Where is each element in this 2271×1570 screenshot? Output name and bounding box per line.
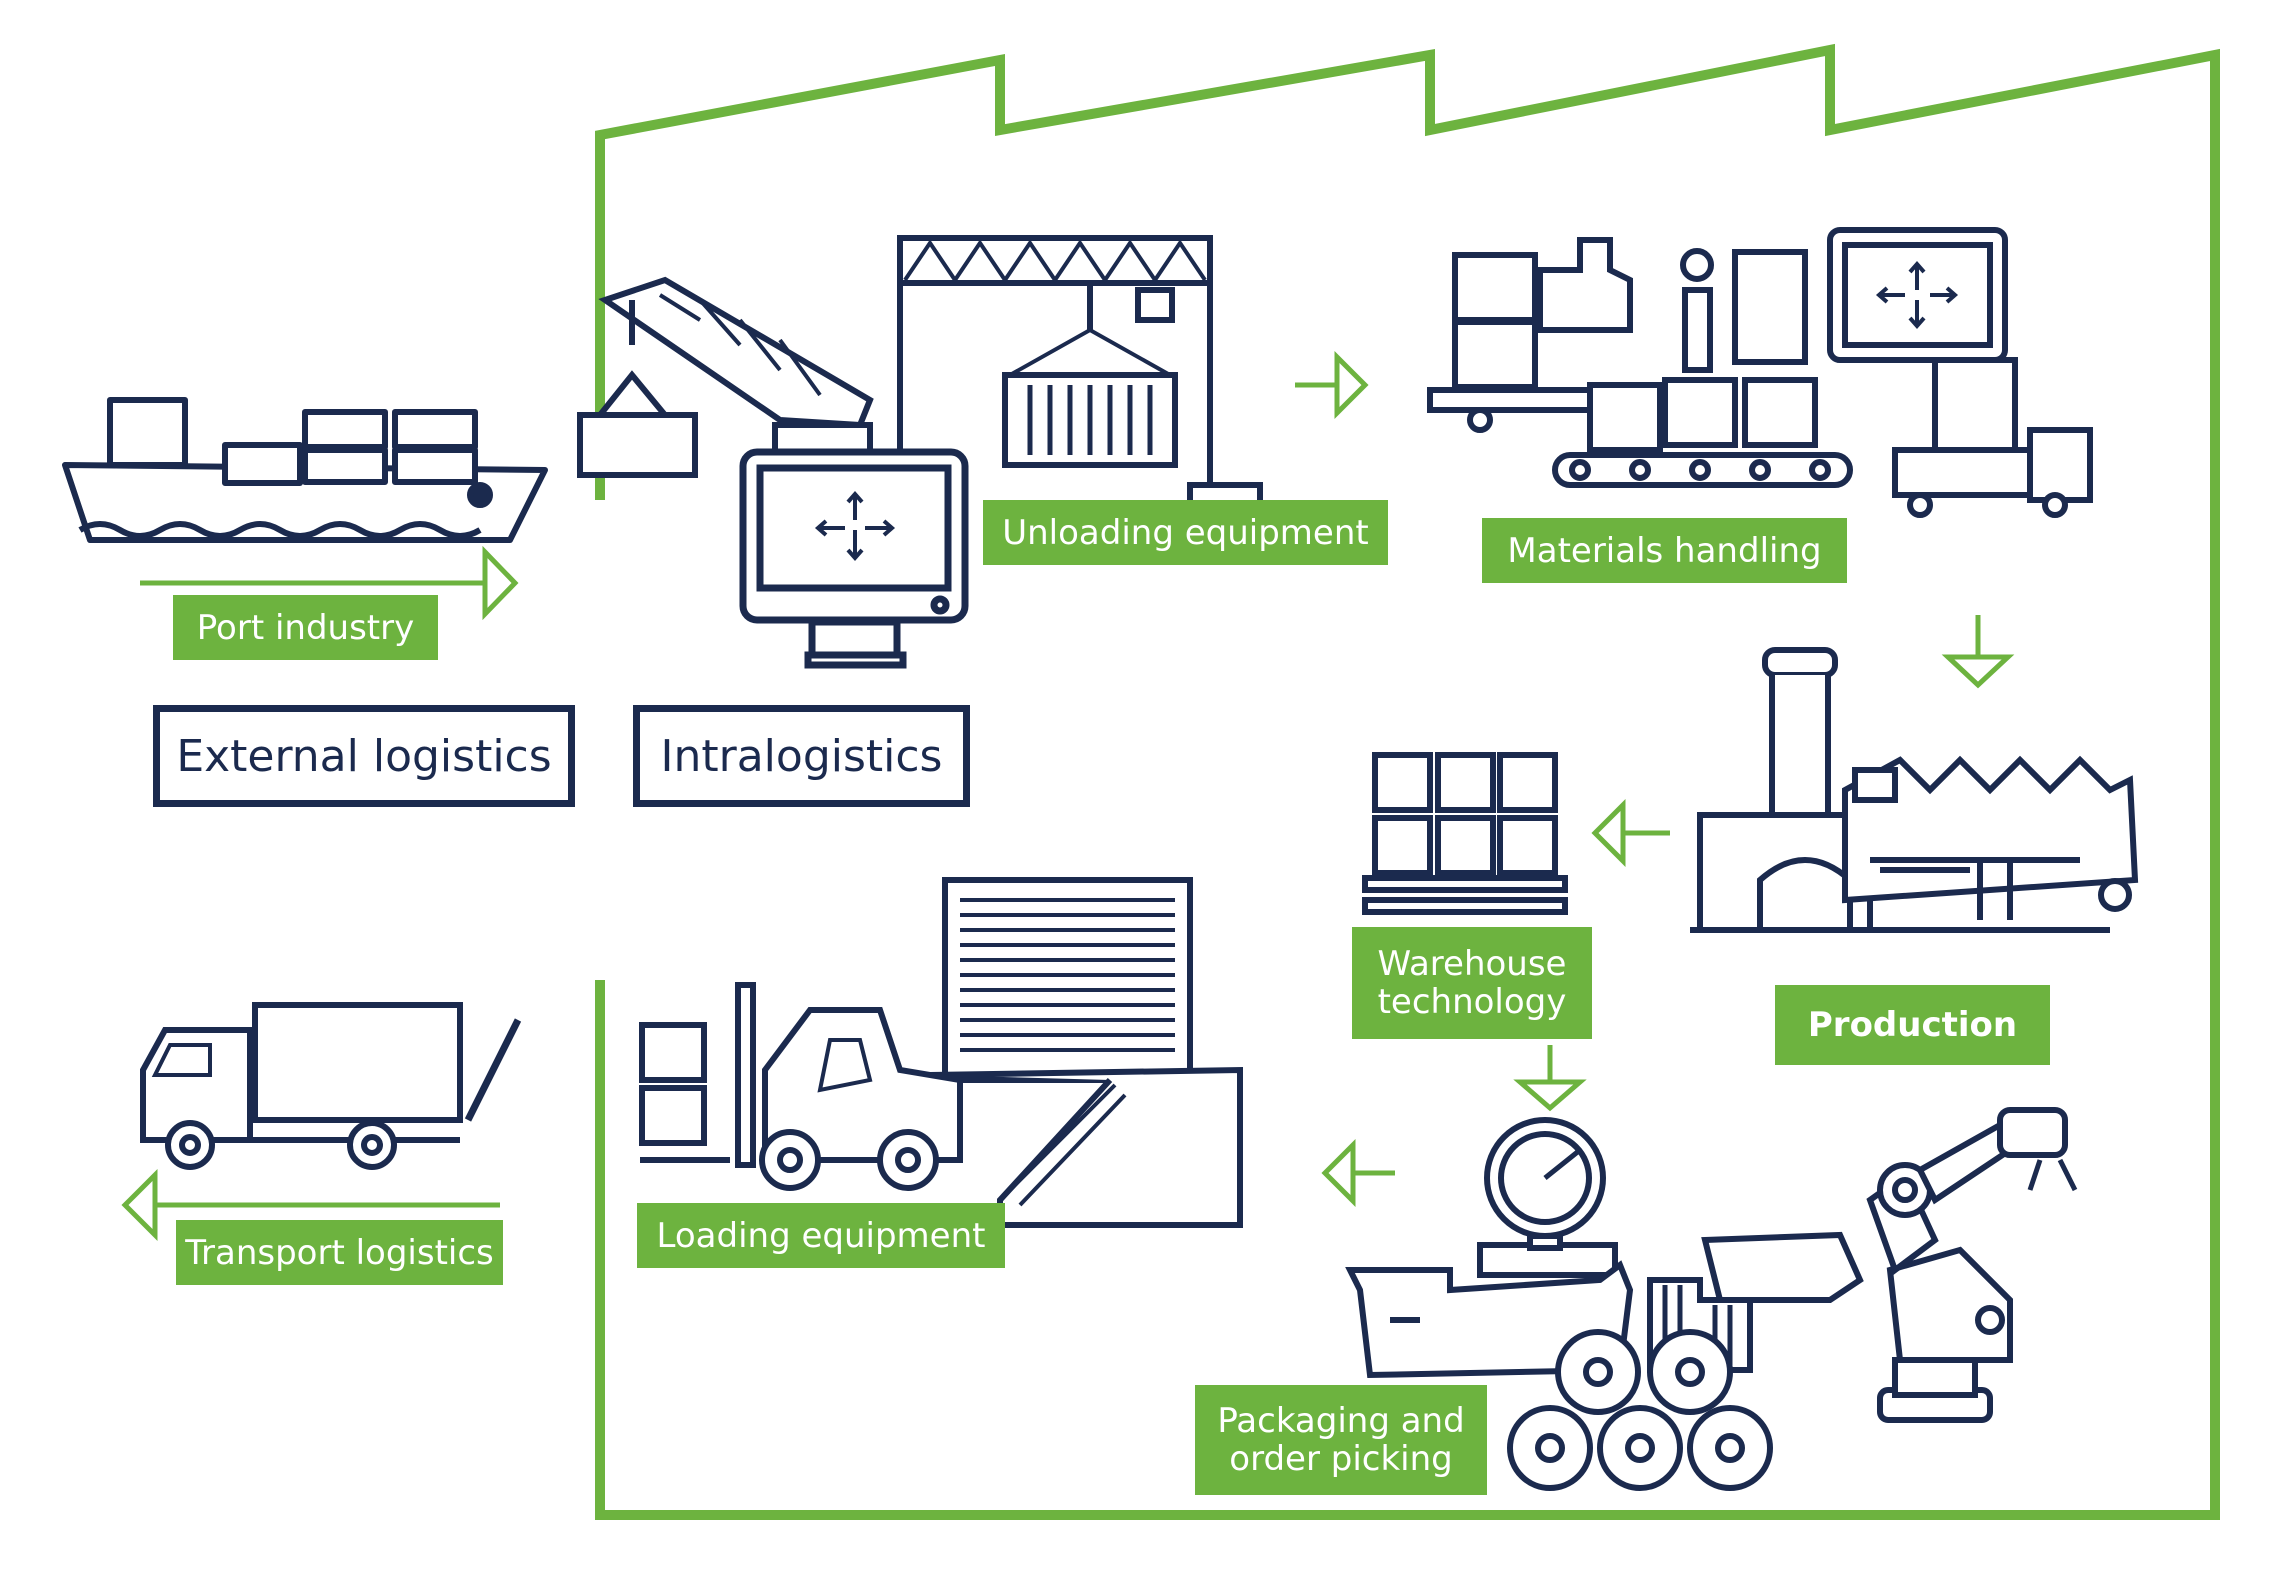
materials-handling-icon xyxy=(1427,227,2093,518)
label-port-industry: Port industry xyxy=(173,595,438,660)
label-packaging-line2: order picking xyxy=(1229,1439,1453,1479)
arrow-icon xyxy=(1321,1138,1395,1208)
robot-arm-icon xyxy=(1866,1107,2078,1423)
arrow-icon xyxy=(1513,1045,1587,1112)
label-materials-handling: Materials handling xyxy=(1482,518,1847,583)
label-warehouse-line1: Warehouse xyxy=(1377,944,1567,984)
category-external-logistics: External logistics xyxy=(153,705,575,807)
label-production: Production xyxy=(1775,985,2050,1065)
rolls-icon xyxy=(1507,1329,1773,1491)
pallet-icon xyxy=(1362,752,1568,915)
arrow-icon xyxy=(121,1168,500,1242)
arrow-icon xyxy=(1295,350,1369,420)
category-intralogistics: Intralogistics xyxy=(633,705,970,807)
loading-dock-icon xyxy=(929,877,1243,1228)
monitor-icon xyxy=(739,448,969,669)
label-transport-logistics: Transport logistics xyxy=(176,1220,503,1285)
crane-icon xyxy=(577,276,874,478)
box-icon xyxy=(1345,1260,1634,1379)
forklift-icon xyxy=(639,982,963,1191)
label-packaging-order-picking: Packaging and order picking xyxy=(1195,1385,1487,1495)
label-unloading-equipment: Unloading equipment xyxy=(983,500,1388,565)
arrow-icon xyxy=(1941,615,2015,689)
gantry-crane-icon xyxy=(897,235,1263,508)
factory-icon xyxy=(1690,647,2139,933)
arrow-icon xyxy=(1591,798,1670,868)
factory-outline xyxy=(595,43,2220,1520)
arrow-icon xyxy=(140,545,519,621)
label-warehouse-technology: Warehouse technology xyxy=(1352,927,1592,1039)
label-loading-equipment: Loading equipment xyxy=(637,1203,1005,1268)
label-warehouse-line2: technology xyxy=(1377,982,1567,1022)
truck-icon xyxy=(140,1002,522,1170)
label-packaging-line1: Packaging and xyxy=(1217,1401,1465,1441)
ship-icon xyxy=(62,397,548,543)
scale-icon xyxy=(1477,1117,1618,1278)
